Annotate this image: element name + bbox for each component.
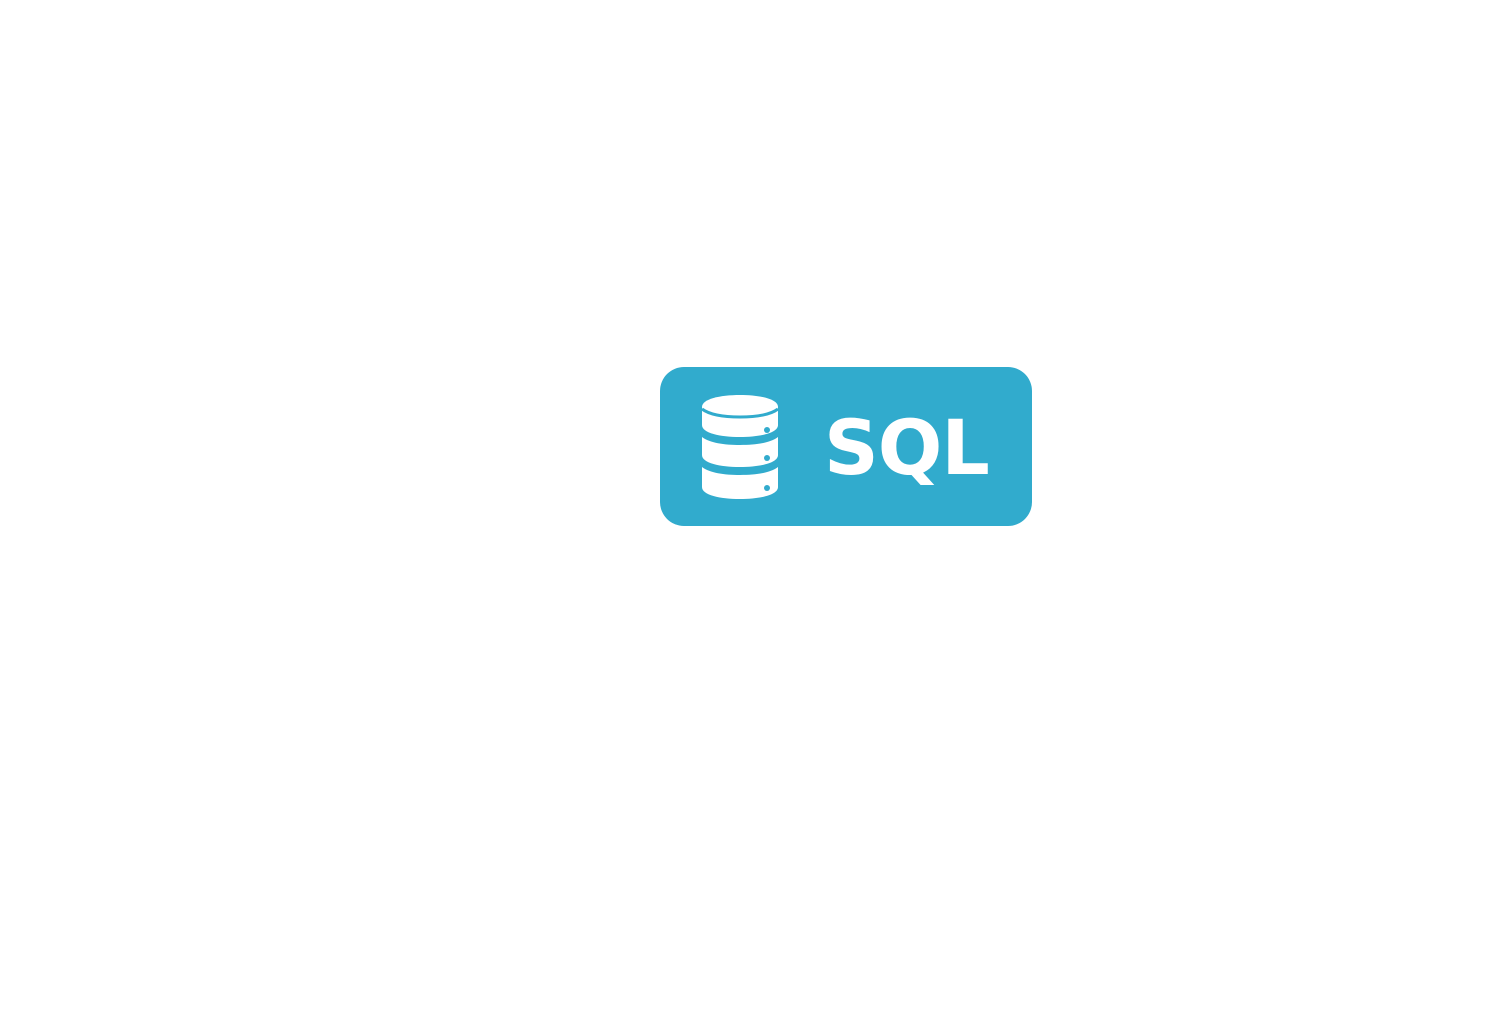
database-icon [700, 395, 780, 499]
sql-label: SQL [824, 403, 990, 492]
sql-badge: SQL [660, 367, 1032, 526]
